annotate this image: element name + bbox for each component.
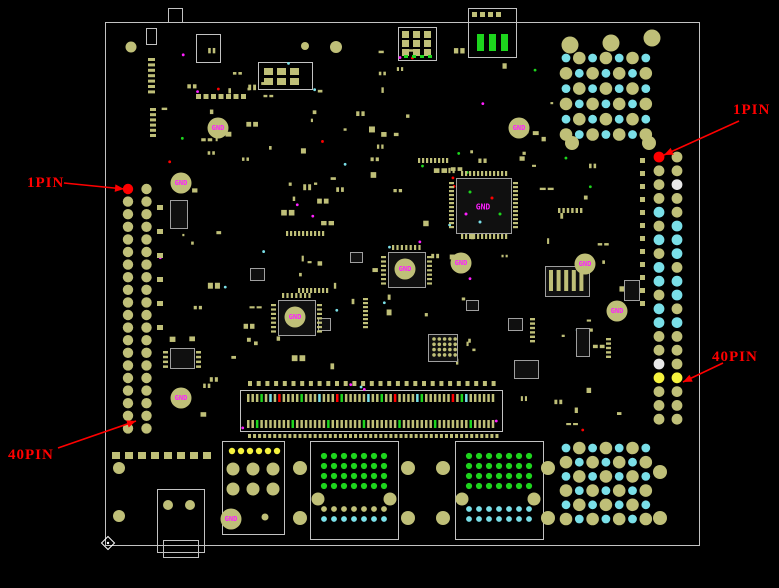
gnd-label: GND (455, 259, 468, 267)
gnd-label: GND (611, 307, 624, 315)
gnd-label: GND (212, 124, 225, 132)
board-outline (105, 22, 700, 546)
left-pin-header (122, 183, 152, 434)
gnd-label: GND (476, 203, 491, 212)
annotation-1pin-right: 1PIN (733, 102, 771, 118)
connector-c-pads (455, 452, 541, 522)
right-pin-header (653, 151, 683, 425)
gnd-label: GND (579, 260, 592, 268)
gnd-label: GND (175, 394, 188, 402)
connector-b-pads (311, 452, 397, 522)
annotation-40pin-left: 40PIN (8, 447, 54, 463)
component-pads (112, 12, 645, 459)
connector-outlines (146, 8, 544, 558)
annotation-arrows (57, 120, 740, 449)
mounting-pads (113, 41, 555, 525)
gnd-label: GND (225, 515, 238, 523)
gnd-pads: GND GND GND GND GND GND GND GND GND GND GND (170, 117, 628, 530)
annotation-40pin-right: 40PIN (712, 349, 758, 365)
gnd-label: GND (175, 179, 188, 187)
connector-a-pads (226, 447, 281, 521)
annotation-1pin-left: 1PIN (27, 175, 65, 191)
ic-bodies (170, 178, 640, 379)
gnd-label: GND (513, 124, 526, 132)
bottom-right-pad-grid (559, 441, 667, 526)
edge-connector-pads (247, 381, 499, 438)
gnd-label: GND (289, 313, 302, 321)
gnd-label: GND (399, 265, 412, 273)
origin-marker (100, 535, 116, 551)
top-right-pad-grid (559, 29, 661, 150)
